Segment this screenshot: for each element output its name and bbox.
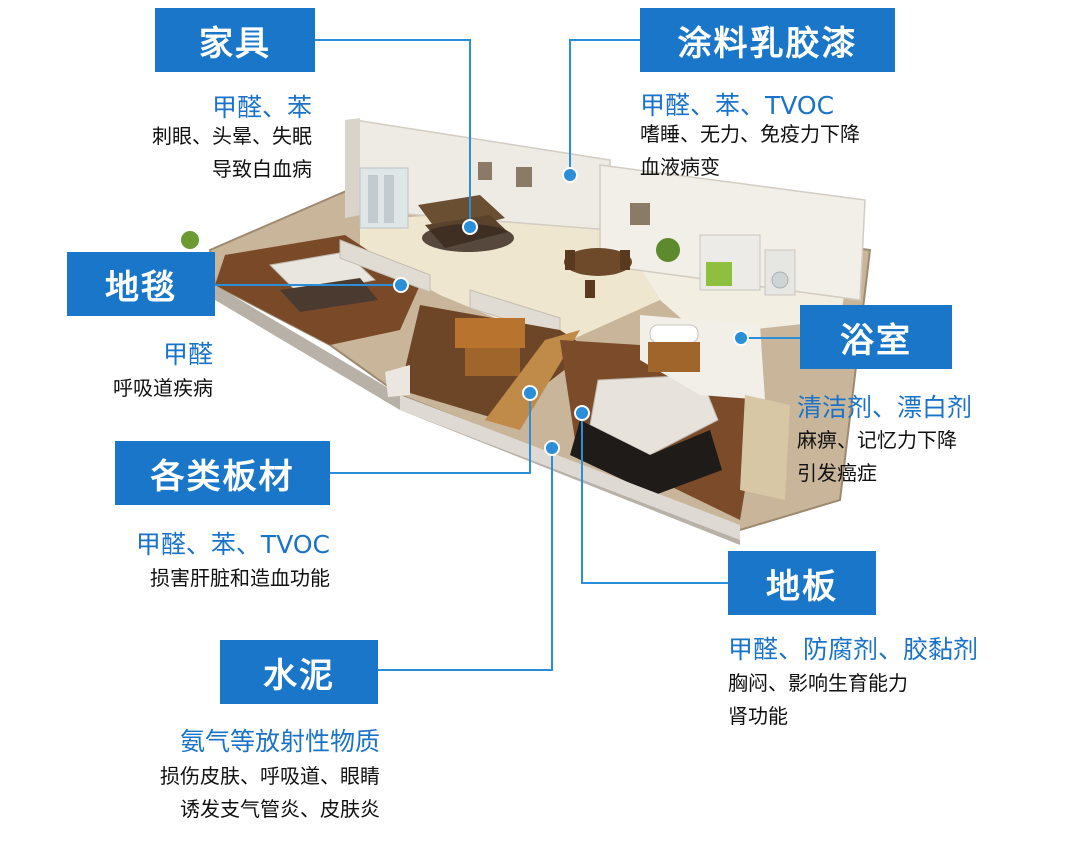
label-bathroom: 浴室 <box>800 305 952 369</box>
label-boards: 各类板材 <box>115 441 330 505</box>
marker-carpet <box>393 277 409 293</box>
label-floor: 地板 <box>728 551 876 615</box>
effect-line: 导致白血病 <box>212 157 312 181</box>
effects-floor: 胸闷、影响生育能力 肾功能 <box>728 667 908 733</box>
effects-furniture: 刺眼、头晕、失眠 导致白血病 <box>152 120 312 186</box>
effect-line: 诱发支气管炎、皮肤炎 <box>180 797 380 821</box>
hazard-bathroom: 清洁剂、漂白剂 <box>797 393 973 422</box>
connector-paint <box>569 39 640 175</box>
hazard-carpet: 甲醛 <box>162 340 213 369</box>
effect-line: 肾功能 <box>728 704 788 728</box>
label-paint: 涂料乳胶漆 <box>640 8 895 72</box>
effects-cement: 损伤皮肤、呼吸道、眼睛 诱发支气管炎、皮肤炎 <box>160 760 380 826</box>
hazard-floor: 甲醛、防腐剂、胶黏剂 <box>728 635 979 664</box>
effect-line: 刺眼、头晕、失眠 <box>152 124 312 148</box>
desk <box>455 318 525 348</box>
marker-boards <box>522 385 538 401</box>
effect-line: 麻痹、记忆力下降 <box>797 428 957 452</box>
label-cement: 水泥 <box>220 640 378 704</box>
connector-cement <box>378 448 553 671</box>
hazard-cement: 氨气等放射性物质 <box>179 727 380 756</box>
marker-furniture <box>462 219 478 235</box>
marker-paint <box>562 167 578 183</box>
connector-furniture <box>315 39 471 225</box>
label-furniture: 家具 <box>155 8 315 72</box>
effect-line: 损伤皮肤、呼吸道、眼睛 <box>160 764 380 788</box>
marker-cement <box>544 440 560 456</box>
effects-bathroom: 麻痹、记忆力下降 引发癌症 <box>797 424 957 490</box>
effect-line: 呼吸道疾病 <box>113 376 213 400</box>
dining-table <box>564 248 632 276</box>
hazard-furniture: 甲醛、苯 <box>211 93 312 122</box>
hazard-boards: 甲醛、苯、TVOC <box>135 530 330 559</box>
marker-bathroom <box>733 330 749 346</box>
effect-line: 损害肝脏和造血功能 <box>150 566 330 590</box>
connector-boards <box>330 393 531 474</box>
effects-carpet: 呼吸道疾病 <box>113 372 213 405</box>
label-carpet: 地毯 <box>67 252 215 316</box>
effect-line: 血液病变 <box>640 155 720 179</box>
back-wall-right <box>599 164 866 301</box>
hazard-paint: 甲醛、苯、TVOC <box>640 91 835 120</box>
marker-floor <box>574 405 590 421</box>
effects-boards: 损害肝脏和造血功能 <box>150 562 330 595</box>
effects-paint: 嗜睡、无力、免疫力下降 血液病变 <box>640 118 860 184</box>
effect-line: 嗜睡、无力、免疫力下降 <box>640 122 860 146</box>
connector-floor <box>581 413 728 584</box>
effect-line: 胸闷、影响生育能力 <box>728 671 908 695</box>
effect-line: 引发癌症 <box>797 461 877 485</box>
